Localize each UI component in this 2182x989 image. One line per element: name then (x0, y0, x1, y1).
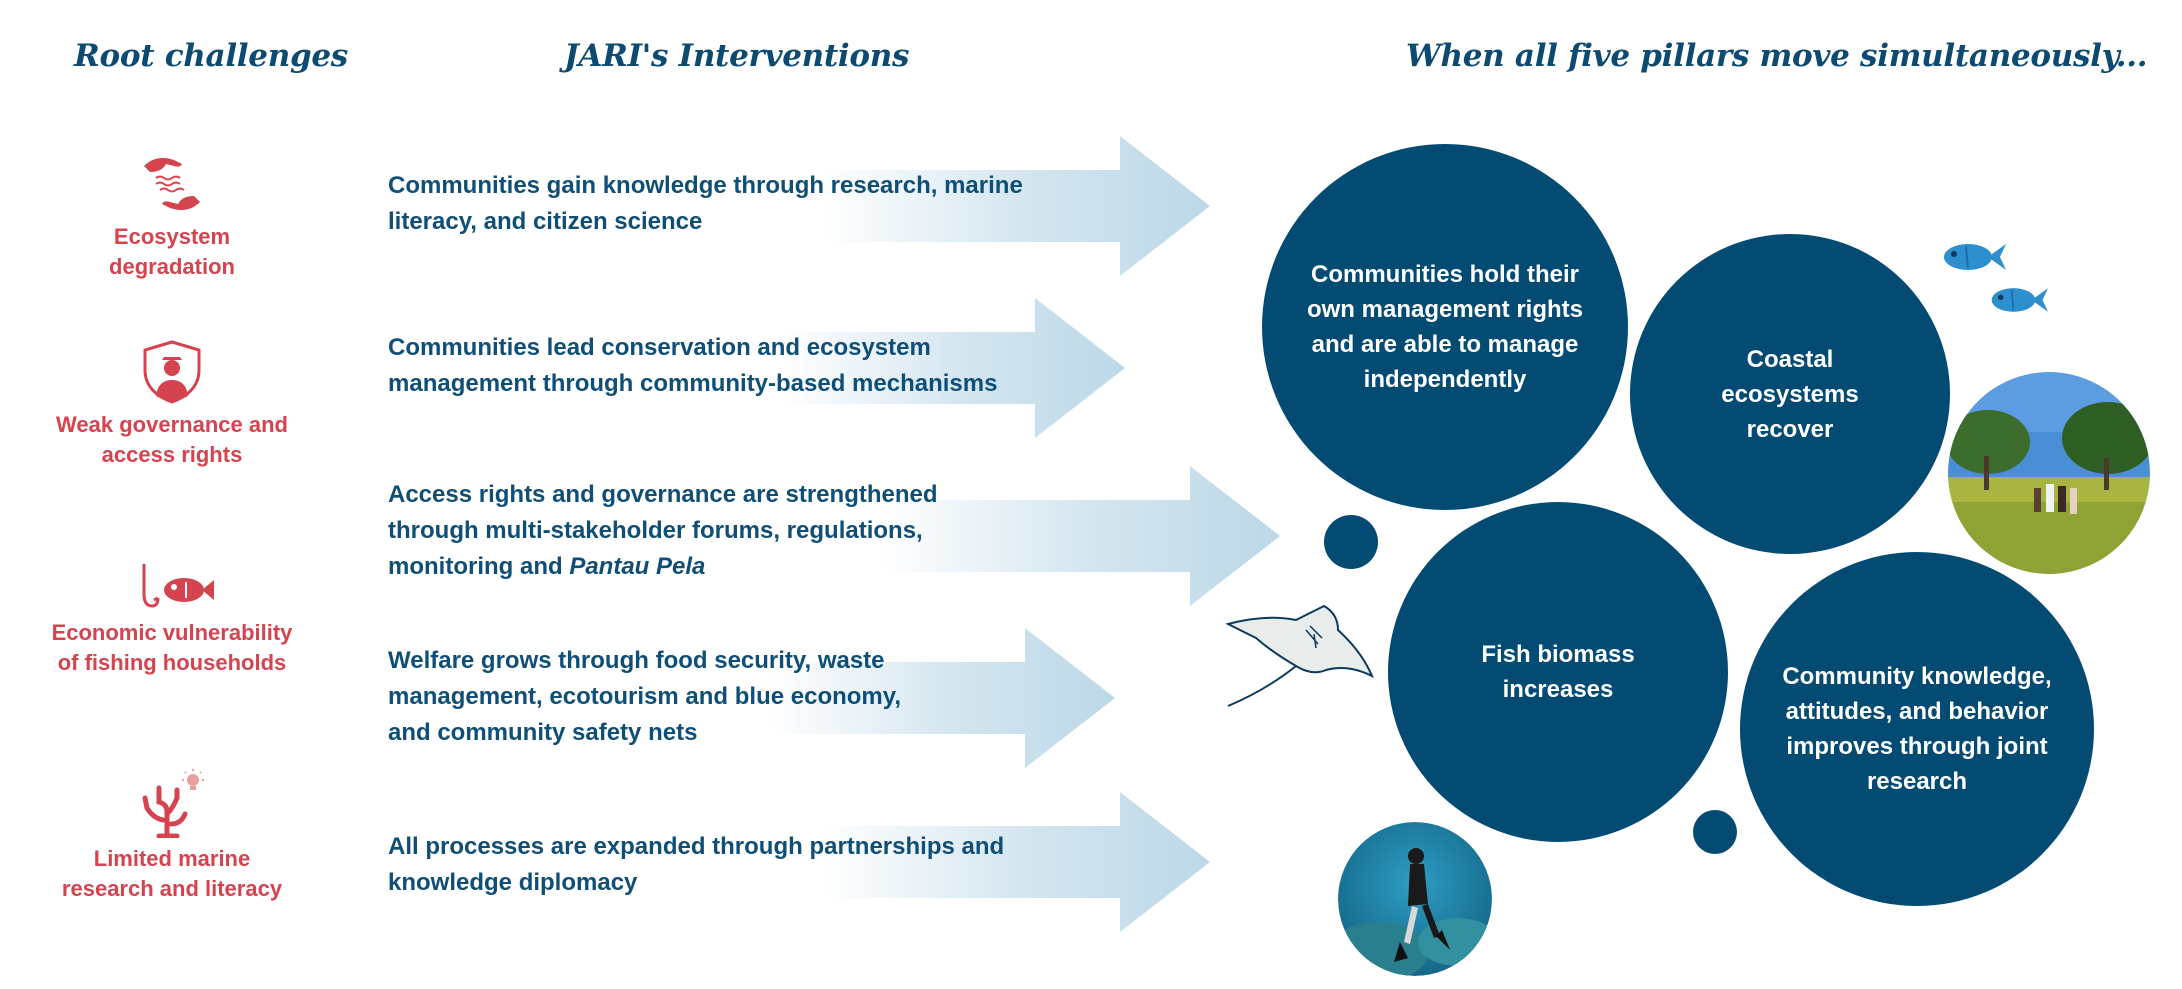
outcome-text: Communities hold their own management ri… (1306, 261, 1584, 393)
intervention-4: Welfare grows through food security, was… (388, 647, 901, 746)
challenge-label: Ecosystem degradation (109, 224, 235, 279)
challenge-label: Weak governance and access rights (56, 412, 288, 467)
intervention-3-italic: Pantau Pela (569, 553, 706, 580)
outcome-text: Community knowledge, attitudes, and beha… (1782, 663, 2052, 795)
intervention-5: All processes are expanded through partn… (388, 833, 1005, 896)
intervention-arrow-2 (780, 298, 1125, 438)
shield-person-icon (143, 340, 201, 404)
intervention-arrow-5 (820, 792, 1210, 932)
outcome-management-rights: Communities hold their own management ri… (1262, 144, 1628, 510)
challenge-limited-research: Limited marine research and literacy (48, 768, 296, 904)
coral-lightbulb-icon (142, 769, 204, 838)
diver-photo (1338, 822, 1492, 976)
pillars-heading: When all five pillars move simultaneousl… (1406, 38, 2148, 74)
challenge-label: Economic vulnerability of fishing househ… (51, 620, 293, 675)
intervention-2: Communities lead conservation and ecosys… (388, 334, 998, 397)
hands-water-icon (144, 158, 200, 210)
intervention-3-text: Access rights and governance are strengt… (388, 481, 938, 580)
outcome-fish-biomass: Fish biomass increases (1388, 502, 1728, 842)
interventions-heading: JARI's Interventions (564, 38, 910, 74)
challenge-label: Limited marine research and literacy (61, 846, 283, 901)
outcome-coastal-ecosystems: Coastal ecosystems recover (1630, 234, 1950, 554)
outcome-text: Fish biomass increases (1481, 641, 1635, 703)
landscape-photo (1948, 372, 2150, 574)
challenge-ecosystem-degradation: Ecosystem degradation (48, 152, 296, 282)
intervention-3: Access rights and governance are strengt… (388, 477, 968, 585)
intervention-1: Communities gain knowledge through resea… (388, 172, 1023, 235)
manta-ray-icon (1226, 604, 1374, 707)
challenge-weak-governance: Weak governance and access rights (48, 340, 296, 470)
decorative-dot (1693, 810, 1737, 854)
intervention-arrow-3 (880, 466, 1280, 606)
hook-fish-icon (142, 564, 214, 608)
challenge-economic-vulnerability: Economic vulnerability of fishing househ… (48, 562, 296, 678)
fish-icon (1944, 244, 2006, 270)
root-challenges-heading: Root challenges (74, 38, 348, 74)
fish-icon (1991, 288, 2048, 312)
outcome-text: Coastal ecosystems recover (1721, 345, 1859, 443)
decorative-dot (1324, 515, 1378, 569)
intervention-arrow-4 (770, 628, 1115, 768)
intervention-arrow-1 (820, 136, 1210, 276)
outcome-community-knowledge: Community knowledge, attitudes, and beha… (1740, 552, 2094, 906)
